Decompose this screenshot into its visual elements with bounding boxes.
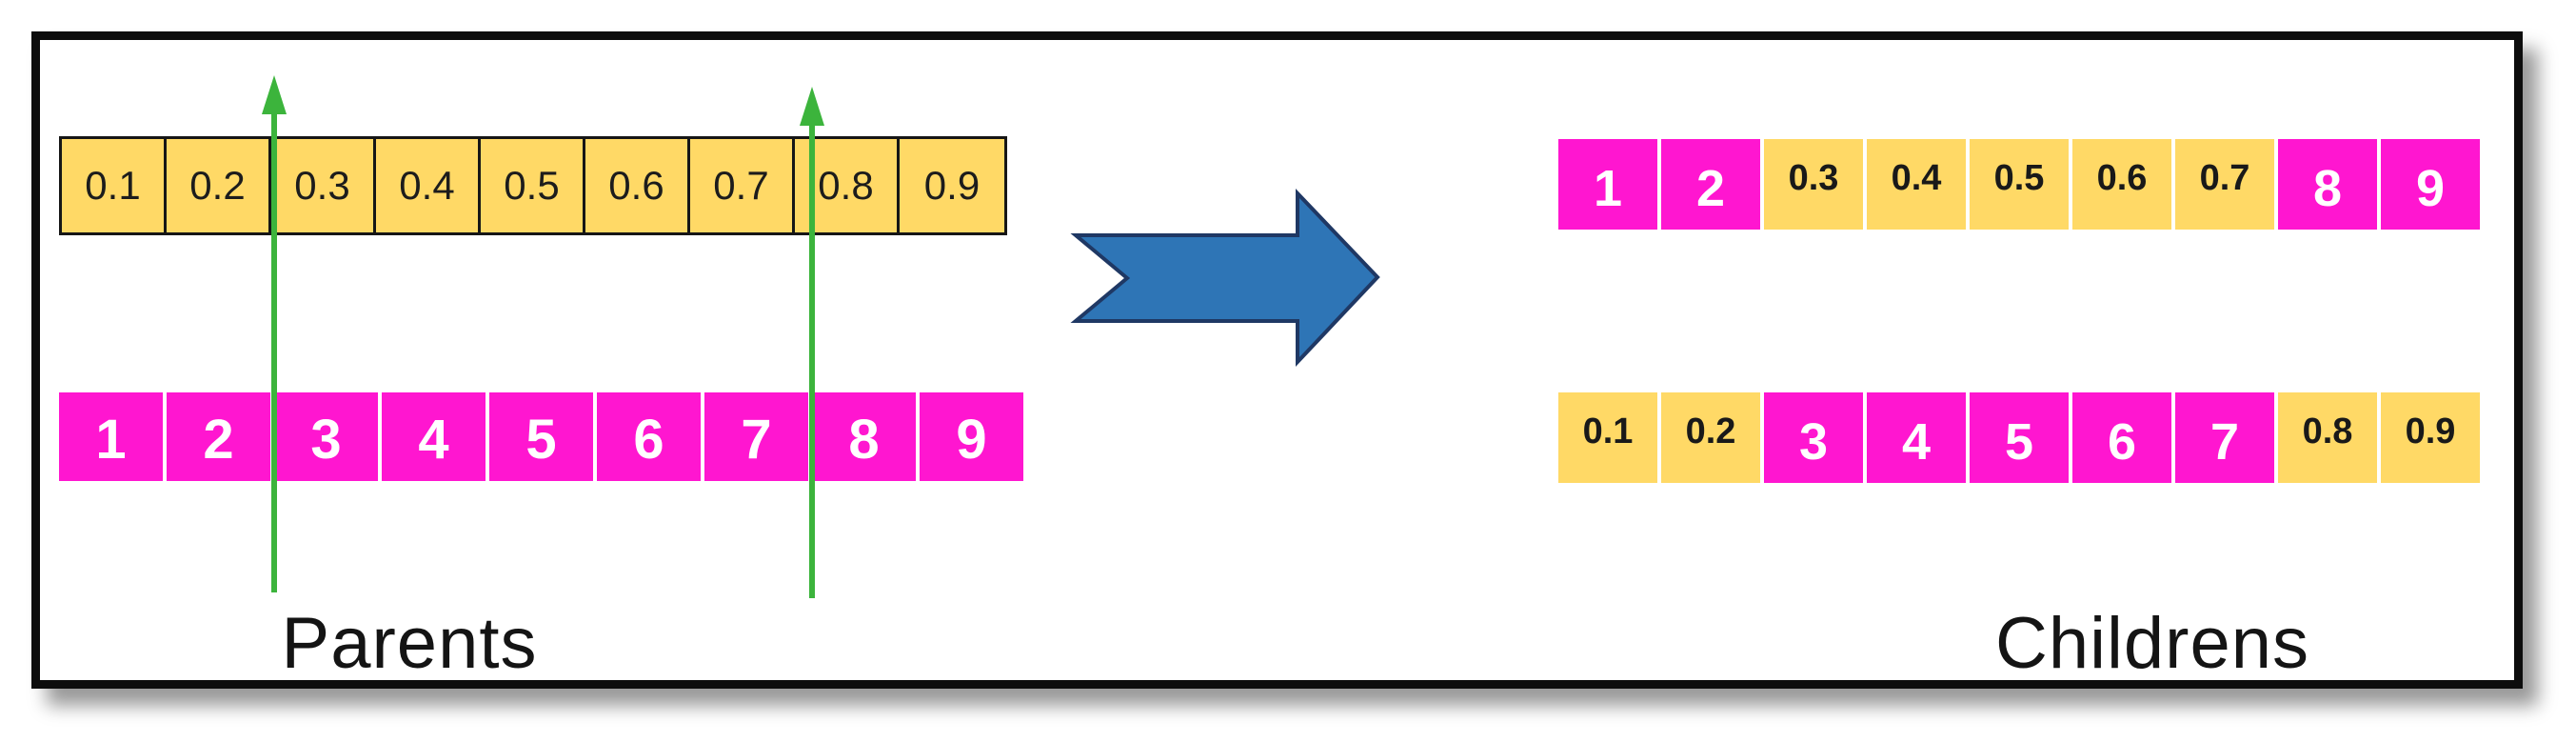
gene-cell: 0.7 [690, 139, 795, 232]
gene-cell: 2 [167, 392, 270, 481]
gene-cell: 6 [2072, 392, 2171, 483]
crossover-point-2-arrow-icon [800, 87, 824, 598]
transform-arrow-icon [1070, 189, 1380, 368]
parents-label: Parents [281, 603, 538, 684]
gene-cell: 0.5 [1970, 139, 2069, 230]
gene-cell: 9 [2381, 139, 2480, 230]
gene-cell: 0.1 [1558, 392, 1657, 483]
gene-cell: 7 [704, 392, 808, 481]
childrens-label: Childrens [1994, 603, 2310, 684]
gene-cell: 0.9 [2381, 392, 2480, 483]
gene-cell: 5 [489, 392, 593, 481]
gene-cell: 4 [382, 392, 485, 481]
gene-cell: 0.2 [1661, 392, 1760, 483]
gene-cell: 0.6 [2072, 139, 2171, 230]
gene-cell: 2 [1661, 139, 1760, 230]
gene-cell: 7 [2175, 392, 2274, 483]
gene-cell: 0.8 [2278, 392, 2377, 483]
gene-cell: 0.3 [271, 139, 376, 232]
gene-cell: 6 [597, 392, 701, 481]
gene-cell: 8 [812, 392, 916, 481]
gene-cell: 4 [1867, 392, 1966, 483]
gene-cell: 9 [920, 392, 1023, 481]
gene-cell: 0.6 [585, 139, 690, 232]
gene-cell: 0.4 [376, 139, 481, 232]
gene-cell: 0.1 [62, 139, 167, 232]
gene-cell: 1 [1558, 139, 1657, 230]
gene-cell: 3 [1764, 392, 1863, 483]
gene-cell: 0.9 [900, 139, 1004, 232]
gene-cell: 0.3 [1764, 139, 1863, 230]
gene-cell: 5 [1970, 392, 2069, 483]
gene-cell: 0.2 [167, 139, 271, 232]
gene-cell: 0.7 [2175, 139, 2274, 230]
gene-cell: 3 [274, 392, 378, 481]
gene-cell: 0.5 [481, 139, 585, 232]
gene-cell: 1 [59, 392, 163, 481]
crossover-point-1-arrow-icon [262, 75, 287, 592]
gene-cell: 0.4 [1867, 139, 1966, 230]
gene-cell: 8 [2278, 139, 2377, 230]
